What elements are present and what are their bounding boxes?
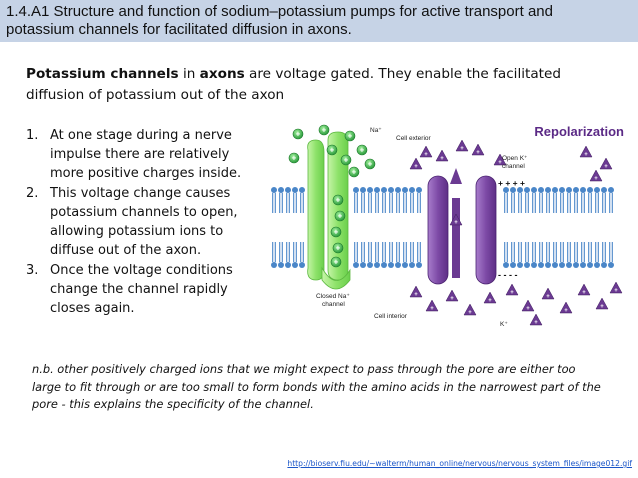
slide-title: 1.4.A1 Structure and function of sodium–… xyxy=(0,0,638,42)
lead-term-potassium-channels: Potassium channels xyxy=(26,66,179,82)
membrane-lipids-right xyxy=(502,186,615,269)
lead-rest: are voltage gated. They enable the facil… xyxy=(26,66,561,103)
step-text: Once the voltage conditions change the c… xyxy=(50,263,233,316)
step-text: This voltage change causes potassium cha… xyxy=(50,186,238,258)
step-item: 1. At one stage during a nerve impulse t… xyxy=(26,126,266,183)
positive-charges-label: + + + + xyxy=(498,178,525,188)
membrane-lipids-left xyxy=(270,186,306,269)
cell-interior-label: Cell interior xyxy=(374,313,408,320)
lead-term-axons: axons xyxy=(199,66,245,82)
footnote: n.b. other positively charged ions that … xyxy=(32,362,601,411)
membrane-diagram-svg: + + xyxy=(270,124,624,328)
diagram-title: Repolarization xyxy=(534,124,624,139)
repolarization-diagram: + + xyxy=(266,120,626,330)
step-number: 3. xyxy=(26,263,39,278)
cell-exterior-label: Cell exterior xyxy=(396,135,432,142)
negative-charges-label: - - - - xyxy=(498,270,518,280)
step-text: At one stage during a nerve impulse ther… xyxy=(50,128,242,181)
potassium-ion-label: K⁺ xyxy=(500,321,508,328)
closed-sodium-channel xyxy=(307,131,351,290)
source-link[interactable]: http://bioserv.fiu.edu/~walterm/human_on… xyxy=(287,459,632,468)
open-potassium-channel xyxy=(427,168,497,285)
step-item: 3. Once the voltage conditions change th… xyxy=(26,261,266,318)
step-number: 2. xyxy=(26,186,39,201)
membrane-lipids-middle xyxy=(352,186,423,269)
closed-na-channel-label-line-1: Closed Na⁺ xyxy=(316,293,350,300)
lead-statement: Potassium channels in axons are voltage … xyxy=(26,64,586,106)
lead-connector: in xyxy=(178,66,200,82)
step-item: 2. This voltage change causes potassium … xyxy=(26,184,266,260)
slide-title-line-2: potassium channels for facilitated diffu… xyxy=(6,21,352,38)
closed-na-channel-label-line-2: channel xyxy=(322,301,345,308)
open-k-channel-label-line-2: channel xyxy=(502,163,525,170)
sodium-ion-label: Na⁺ xyxy=(370,127,382,134)
open-k-channel-label-line-1: Open K⁺ xyxy=(502,155,528,162)
slide-title-line-1: 1.4.A1 Structure and function of sodium–… xyxy=(6,3,553,20)
steps-list: 1. At one stage during a nerve impulse t… xyxy=(26,126,266,319)
step-number: 1. xyxy=(26,128,39,143)
